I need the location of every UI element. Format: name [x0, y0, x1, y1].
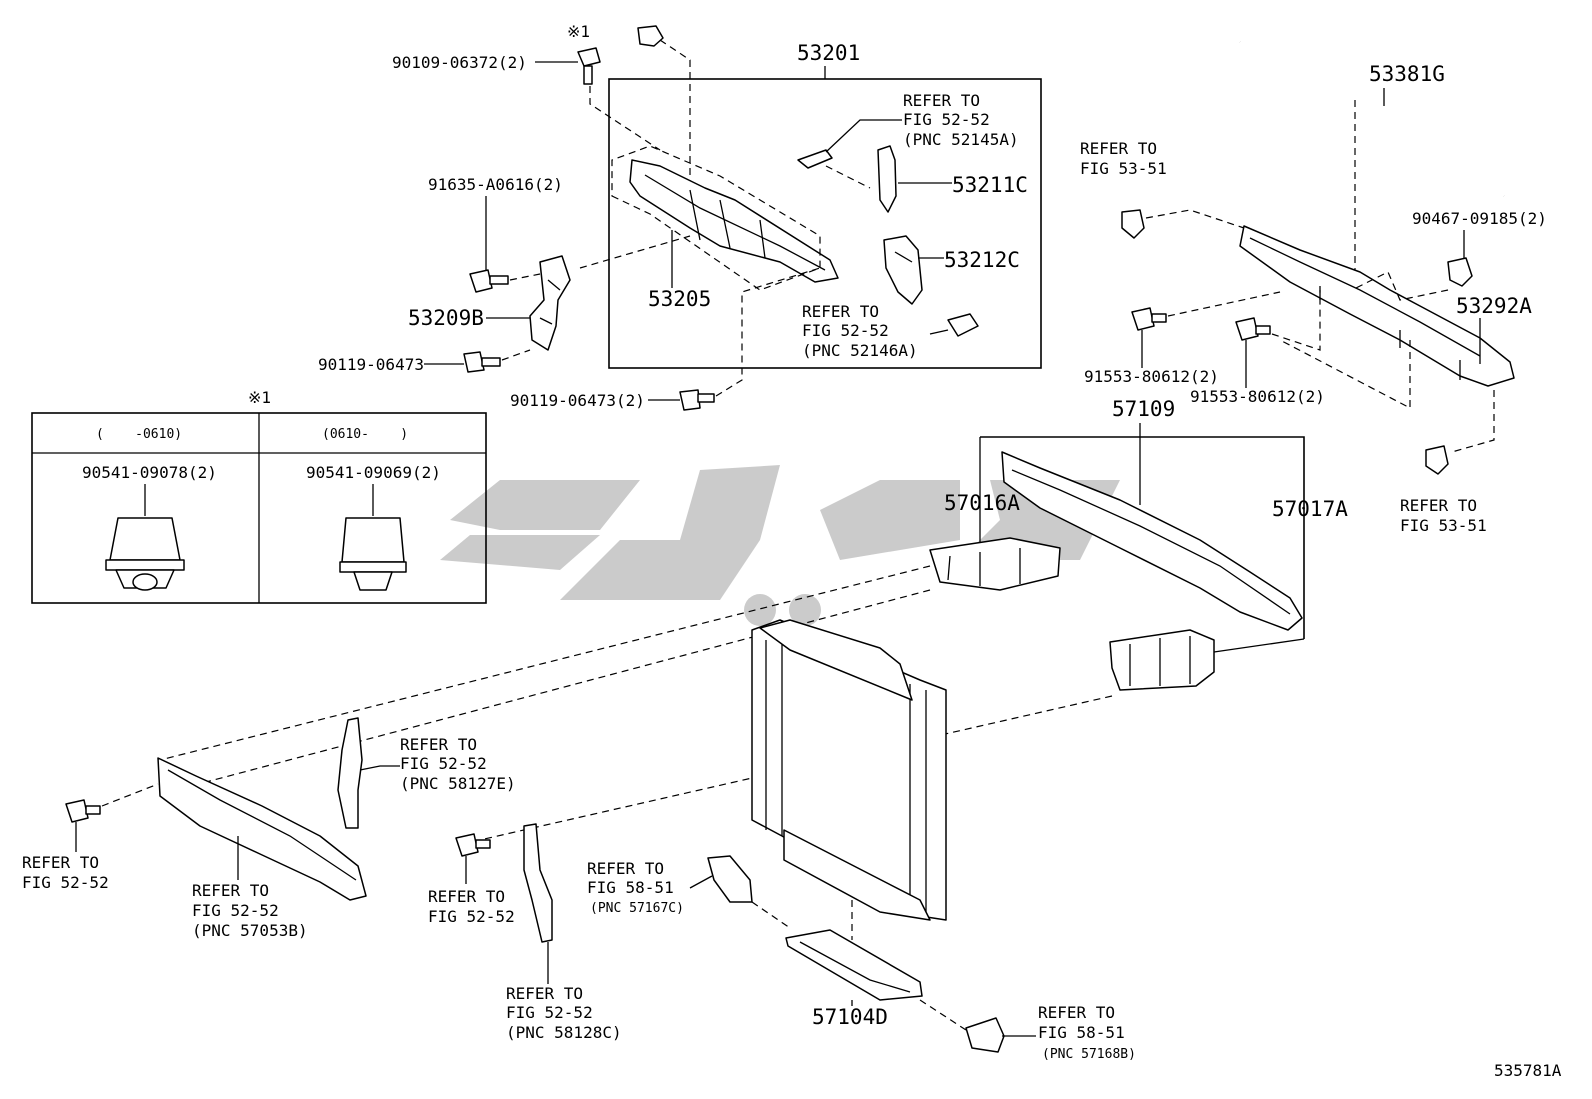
- label-53211c: 53211C: [952, 173, 1028, 197]
- clip-bottom-right: [1425, 445, 1449, 475]
- label-53292a: 53292A: [1456, 294, 1532, 318]
- refer-52146a-line2: FIG 52-52: [802, 321, 889, 340]
- label-57016a: 57016A: [944, 491, 1020, 515]
- label-90467-09185: 90467-09185(2): [1412, 209, 1547, 228]
- bolt-icon-91635: [469, 269, 509, 293]
- watermark-logo: [440, 465, 1120, 626]
- refer-57053b-line3: (PNC 57053B): [192, 921, 308, 940]
- note-mark-top: ※1: [567, 22, 590, 41]
- reinforcement-57109: [1001, 451, 1303, 631]
- lower-support-57053b: [157, 757, 367, 901]
- grommet-90541-09078: [105, 517, 185, 591]
- refer-52145a-line3: (PNC 52145A): [903, 130, 1019, 149]
- refer-53-51-top-line2: FIG 53-51: [1080, 159, 1167, 178]
- variant-table: [31, 412, 487, 604]
- refer-58127e-line1: REFER TO: [400, 735, 477, 754]
- refer-53-51-top-line1: REFER TO: [1080, 139, 1157, 158]
- radiator: [751, 619, 947, 921]
- refer-57053b-line1: REFER TO: [192, 881, 269, 900]
- bracket-53211c: [877, 145, 897, 213]
- figure-id: 535781A: [1494, 1061, 1562, 1080]
- clip-90467: [1447, 257, 1473, 287]
- variant-col2-part: 90541-09069(2): [306, 463, 441, 482]
- refer-58128c-line2: FIG 52-52: [506, 1003, 593, 1022]
- cover-57168b: [965, 1017, 1005, 1053]
- label-57104d: 57104D: [812, 1005, 888, 1029]
- refer-57168b-line1: REFER TO: [1038, 1003, 1115, 1022]
- label-53201: 53201: [797, 41, 860, 65]
- bolt-icon-90119b: [679, 389, 715, 411]
- label-91553-80612-a: 91553-80612(2): [1084, 367, 1219, 386]
- refer-57168b-line3: (PNC 57168B): [1042, 1047, 1136, 1062]
- refer-52145a-line1: REFER TO: [903, 91, 980, 110]
- label-57017a: 57017A: [1272, 497, 1348, 521]
- rod-53381g: [1239, 40, 1505, 198]
- refer-57167c-line2: FIG 58-51: [587, 878, 674, 897]
- refer-52-52-mid-line2: FIG 52-52: [428, 907, 515, 926]
- nut-icon: [637, 25, 664, 47]
- label-91635-a0616: 91635-A0616(2): [428, 175, 563, 194]
- upper-support-53205: [629, 159, 839, 283]
- refer-58128c-line3: (PNC 58128C): [506, 1023, 622, 1042]
- bracket-58127e: [337, 717, 363, 829]
- cover-57167c: [707, 855, 753, 903]
- variant-table-mark: ※1: [248, 388, 271, 407]
- refer-52-52-mid-line1: REFER TO: [428, 887, 505, 906]
- bolt-icon: [577, 47, 601, 85]
- variant-col1-header: ( -0610): [96, 427, 182, 442]
- grommet-90541-09069: [339, 517, 407, 591]
- bracket-53212c: [883, 235, 923, 305]
- label-90119-06473-2: 90119-06473(2): [510, 391, 645, 410]
- bolt-icon-91553b: [1235, 317, 1271, 341]
- label-91553-80612-b: 91553-80612(2): [1190, 387, 1325, 406]
- duct-57017a: [1109, 629, 1215, 691]
- refer-53-51-bottom-line2: FIG 53-51: [1400, 516, 1487, 535]
- refer-53-51-bottom-line1: REFER TO: [1400, 496, 1477, 515]
- refer-57167c-line1: REFER TO: [587, 859, 664, 878]
- refer-52146a-line3: (PNC 52146A): [802, 341, 918, 360]
- label-90119-06473: 90119-06473: [318, 355, 424, 374]
- label-53212c: 53212C: [944, 248, 1020, 272]
- bolt-icon-mid-bottom: [455, 833, 491, 857]
- refer-58128c-line1: REFER TO: [506, 984, 583, 1003]
- bolt-icon-90119a: [463, 351, 501, 373]
- label-57109: 57109: [1112, 397, 1175, 421]
- clip-52145a: [797, 149, 833, 169]
- label-53381g: 53381G: [1369, 62, 1445, 86]
- variant-col1-part: 90541-09078(2): [82, 463, 217, 482]
- refer-57053b-line2: FIG 52-52: [192, 901, 279, 920]
- clip-top-left: [1121, 209, 1145, 239]
- refer-52145a-line2: FIG 52-52: [903, 110, 990, 129]
- refer-57168b-line2: FIG 58-51: [1038, 1023, 1125, 1042]
- bracket-58128c: [523, 823, 553, 943]
- duct-57016a: [929, 537, 1061, 591]
- undercover-57104d: [785, 929, 923, 1001]
- variant-col2-header: (0610- ): [322, 427, 408, 442]
- refer-57167c-line3: (PNC 57167C): [590, 901, 684, 916]
- refer-58127e-line3: (PNC 58127E): [400, 774, 516, 793]
- bracket-53209b: [529, 255, 571, 351]
- label-90109-06372: 90109-06372(2): [392, 53, 527, 72]
- bolt-icon-91553a: [1131, 307, 1167, 331]
- clip-52146a: [947, 313, 979, 337]
- refer-58127e-line2: FIG 52-52: [400, 754, 487, 773]
- bolt-icon-left-bottom: [65, 799, 101, 823]
- label-53205: 53205: [648, 287, 711, 311]
- group-box-57109: [980, 436, 1305, 639]
- refer-52146a-line1: REFER TO: [802, 302, 879, 321]
- refer-52-52-left-line1: REFER TO: [22, 853, 99, 872]
- label-53209b: 53209B: [408, 306, 484, 330]
- refer-52-52-left-line2: FIG 52-52: [22, 873, 109, 892]
- support-53292a: [1239, 225, 1515, 387]
